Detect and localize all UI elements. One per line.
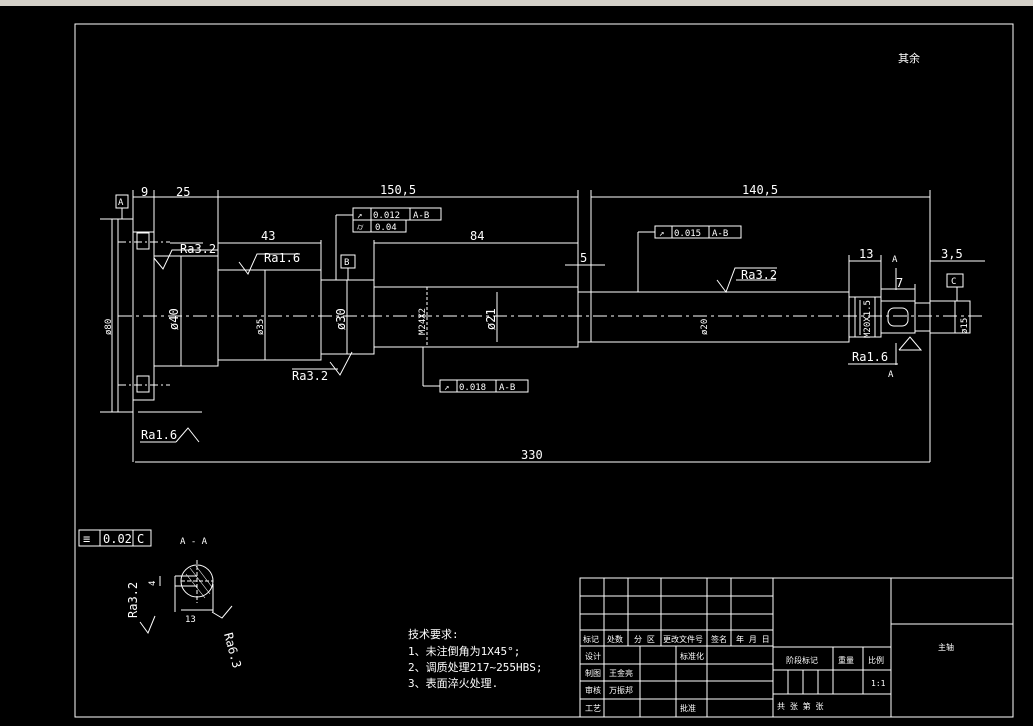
roughness-6: Ra1.6 <box>852 350 888 364</box>
dim-9: 9 <box>141 185 148 199</box>
leader-lines <box>121 208 958 443</box>
roughness-1: Ra3.2 <box>180 242 216 256</box>
roughness-5: Ra3.2 <box>741 268 777 282</box>
tol-5-symbol: ≡ <box>83 532 90 546</box>
tb-scale-value: 1:1 <box>871 679 886 688</box>
dim-43: 43 <box>261 229 275 243</box>
tol-2-value: 0.04 <box>375 223 397 233</box>
tol-1-symbol: ↗ <box>357 211 362 221</box>
dim-7: 7 <box>896 276 903 290</box>
tolerance-frames <box>78 207 742 547</box>
tb-count: 处数 <box>607 634 623 644</box>
tol-3-symbol: ↗ <box>659 229 664 239</box>
app-toolbar-strip <box>0 0 1033 6</box>
datum-a: A <box>118 198 124 208</box>
tech-note-3: 3、表面淬火处理. <box>408 676 498 690</box>
dim-84: 84 <box>470 229 484 243</box>
datum-c: C <box>951 277 956 287</box>
tol-1-value: 0.012 <box>373 211 400 221</box>
roughness-7: Ra3.2 <box>126 582 140 618</box>
dim-phi20: ø20 <box>700 319 710 335</box>
dim-phi30: ø30 <box>334 308 348 330</box>
tb-sign: 签名 <box>711 634 727 644</box>
roughness-3: Ra3.2 <box>292 369 328 383</box>
tb-draw: 制图 <box>585 668 601 678</box>
dim-330: 330 <box>521 448 543 462</box>
dim-phi35: ø35 <box>256 319 266 335</box>
section-width-dim: 13 <box>185 615 196 625</box>
dim-m24: M24X2 <box>418 308 428 335</box>
tb-craft: 工艺 <box>585 704 601 713</box>
tb-scale: 比例 <box>868 655 884 665</box>
dim-phi21: ø21 <box>484 308 498 330</box>
dim-phi80: ø80 <box>104 319 114 335</box>
dimension-lines <box>100 196 985 463</box>
tol-3-ref: A-B <box>712 229 728 239</box>
tb-sheets: 共 张 第 张 <box>777 701 823 711</box>
tb-date: 年 月 日 <box>736 634 770 644</box>
tol-4-value: 0.018 <box>459 383 486 393</box>
tb-check: 审核 <box>585 685 601 695</box>
dim-phi15: ø15 <box>960 318 970 334</box>
section-a-a <box>159 560 214 612</box>
tol-3-value: 0.015 <box>674 229 701 239</box>
tb-weight: 重量 <box>838 655 854 665</box>
dim-150-5: 150,5 <box>380 183 416 197</box>
corner-note: 其余 <box>898 51 920 65</box>
section-depth-dim: 4 <box>148 581 158 586</box>
roughness-4: Ra1.6 <box>141 428 177 442</box>
tol-2-symbol: ⌭ <box>357 223 364 233</box>
tb-mark: 标记 <box>583 634 599 644</box>
dim-3-5: 3,5 <box>941 247 963 261</box>
dim-13: 13 <box>859 247 873 261</box>
tol-5-ref: C <box>137 532 144 546</box>
tol-4-ref: A-B <box>499 383 515 393</box>
tb-checker: 万振邦 <box>609 685 633 695</box>
dim-140-5: 140,5 <box>742 183 778 197</box>
tb-change-doc: 更改文件号 <box>663 634 703 644</box>
tb-part-name: 主轴 <box>938 642 954 652</box>
cut-marker-a-bottom: A <box>888 370 894 380</box>
tech-note-2: 2、调质处理217~255HBS; <box>408 661 542 674</box>
tb-stage-mark: 阶段标记 <box>786 655 818 665</box>
tol-5-value: 0.02 <box>103 532 132 546</box>
dim-25: 25 <box>176 185 190 199</box>
tol-4-symbol: ↗ <box>444 383 449 393</box>
tech-note-1: 1、未注倒角为1X45°; <box>408 644 520 658</box>
section-label: A - A <box>180 537 208 547</box>
dim-phi40: ø40 <box>167 308 181 330</box>
tb-zone: 分 区 <box>634 635 655 644</box>
title-block-lines <box>579 577 1014 718</box>
cut-marker-a-top: A <box>892 255 898 265</box>
tb-approve: 批准 <box>680 703 696 713</box>
roughness-8: Ra6.3 <box>221 631 244 670</box>
extension-lines <box>132 190 931 462</box>
roughness-symbols <box>139 249 923 635</box>
roughness-2: Ra1.6 <box>264 251 300 265</box>
dim-5: 5 <box>580 251 587 265</box>
tb-standardize: 标准化 <box>680 651 704 661</box>
tol-1-ref: A-B <box>413 211 429 221</box>
tech-notes-title: 技术要求: <box>408 628 459 641</box>
sheet-border <box>74 23 1014 718</box>
shaft-body <box>153 255 971 367</box>
datum-boxes <box>115 194 964 288</box>
dim-m20: M20X1.5 <box>863 300 873 338</box>
datum-b: B <box>344 258 349 268</box>
tb-drawer: 王金亮 <box>609 668 633 678</box>
tb-design: 设计 <box>585 651 601 661</box>
